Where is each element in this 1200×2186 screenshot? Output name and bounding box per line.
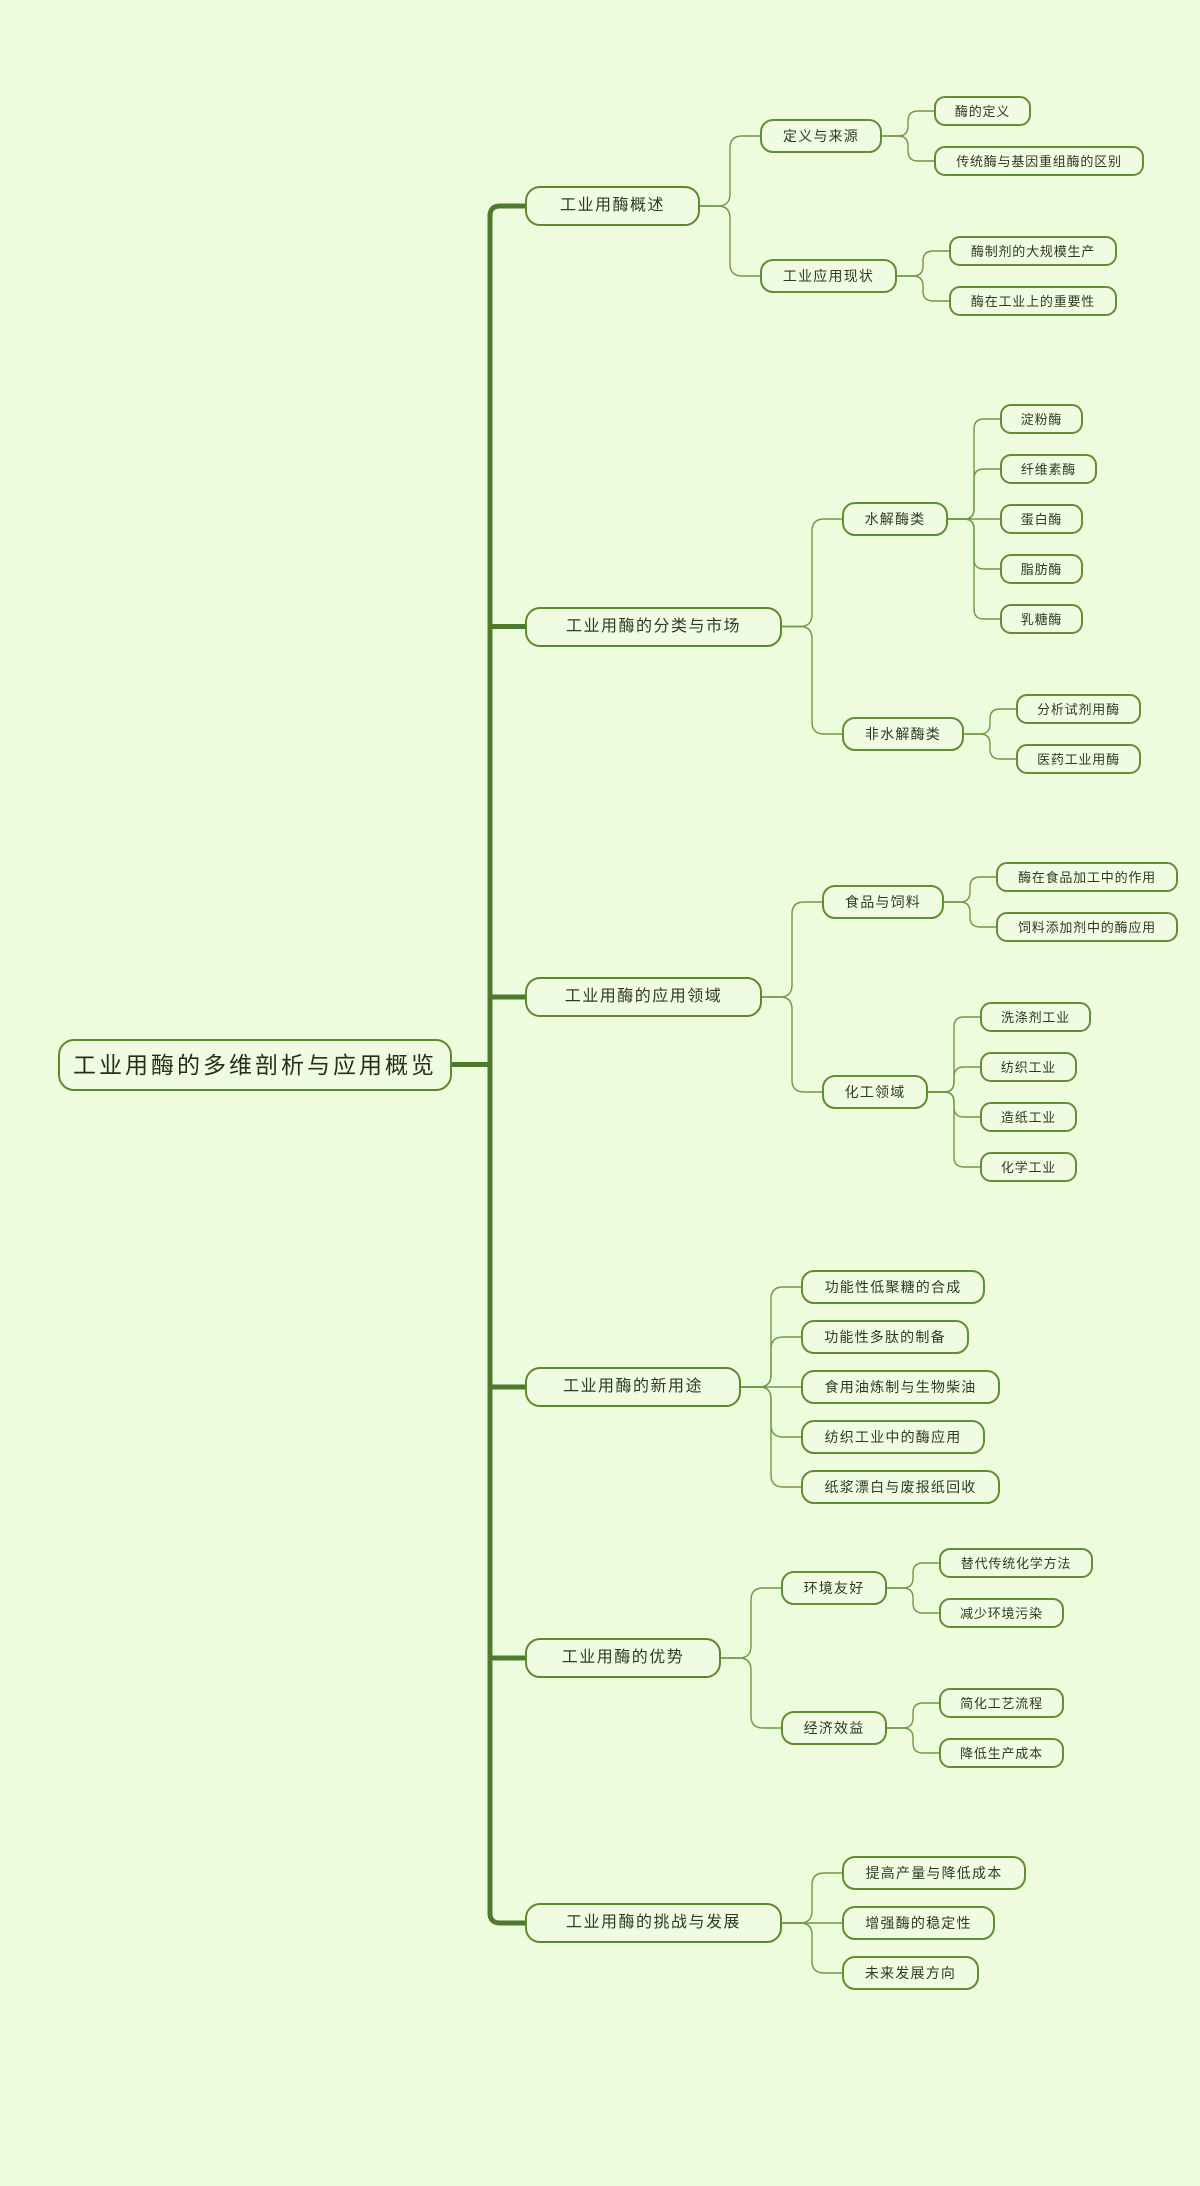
subtopic-node-2-1[interactable]: 化工领域 bbox=[822, 1075, 928, 1109]
subtopic-node-3-2[interactable]: 食用油炼制与生物柴油 bbox=[801, 1370, 1000, 1404]
leaf-node-0-0-0[interactable]: 酶的定义 bbox=[934, 96, 1031, 126]
leaf-node-1-1-1[interactable]: 医药工业用酶 bbox=[1016, 744, 1141, 774]
leaf-node-2-1-1-label: 纺织工业 bbox=[1000, 1059, 1057, 1075]
subtopic-node-0-1[interactable]: 工业应用现状 bbox=[760, 259, 897, 293]
leaf-node-4-1-1[interactable]: 降低生产成本 bbox=[939, 1738, 1064, 1768]
subtopic-node-5-0-label: 提高产量与降低成本 bbox=[865, 1865, 1003, 1881]
subtopic-node-0-0[interactable]: 定义与来源 bbox=[760, 119, 882, 153]
subtopic-node-3-2-label: 食用油炼制与生物柴油 bbox=[824, 1379, 977, 1395]
subtopic-node-1-1[interactable]: 非水解酶类 bbox=[842, 717, 964, 751]
leaf-node-4-0-1[interactable]: 减少环境污染 bbox=[939, 1598, 1064, 1628]
leaf-node-1-0-2-label: 蛋白酶 bbox=[1020, 511, 1063, 527]
subtopic-node-4-1-label: 经济效益 bbox=[803, 1720, 865, 1736]
subtopic-node-5-1-label: 增强酶的稳定性 bbox=[865, 1915, 972, 1931]
subtopic-node-3-0-label: 功能性低聚糖的合成 bbox=[824, 1279, 962, 1295]
subtopic-node-3-3-label: 纺织工业中的酶应用 bbox=[824, 1429, 962, 1445]
subtopic-node-0-1-label: 工业应用现状 bbox=[782, 268, 875, 284]
topic-node-1-label: 工业用酶的分类与市场 bbox=[565, 618, 741, 635]
leaf-node-0-0-1[interactable]: 传统酶与基因重组酶的区别 bbox=[934, 146, 1144, 176]
leaf-node-1-0-0[interactable]: 淀粉酶 bbox=[1000, 404, 1083, 434]
subtopic-node-1-0-label: 水解酶类 bbox=[864, 511, 926, 527]
topic-node-2[interactable]: 工业用酶的应用领域 bbox=[525, 977, 762, 1017]
subtopic-node-3-1-label: 功能性多肽的制备 bbox=[824, 1329, 946, 1345]
subtopic-node-1-0[interactable]: 水解酶类 bbox=[842, 502, 948, 536]
leaf-node-0-0-0-label: 酶的定义 bbox=[954, 103, 1011, 119]
topic-node-4-label: 工业用酶的优势 bbox=[561, 1649, 685, 1666]
leaf-node-2-0-0[interactable]: 酶在食品加工中的作用 bbox=[996, 862, 1178, 892]
leaf-node-0-1-1[interactable]: 酶在工业上的重要性 bbox=[949, 286, 1117, 316]
leaf-node-4-1-1-label: 降低生产成本 bbox=[960, 1745, 1043, 1761]
leaf-node-2-1-3[interactable]: 化学工业 bbox=[980, 1152, 1077, 1182]
leaf-node-2-0-1[interactable]: 饲料添加剂中的酶应用 bbox=[996, 912, 1178, 942]
subtopic-node-5-1[interactable]: 增强酶的稳定性 bbox=[842, 1906, 995, 1940]
subtopic-node-2-1-label: 化工领域 bbox=[844, 1084, 906, 1100]
leaf-node-4-0-0-label: 替代传统化学方法 bbox=[960, 1555, 1072, 1571]
leaf-node-1-0-2[interactable]: 蛋白酶 bbox=[1000, 504, 1083, 534]
leaf-node-0-1-1-label: 酶在工业上的重要性 bbox=[970, 293, 1096, 309]
leaf-node-4-0-0[interactable]: 替代传统化学方法 bbox=[939, 1548, 1093, 1578]
topic-node-2-label: 工业用酶的应用领域 bbox=[564, 988, 723, 1005]
subtopic-node-4-0[interactable]: 环境友好 bbox=[781, 1571, 887, 1605]
subtopic-node-1-1-label: 非水解酶类 bbox=[865, 726, 941, 742]
leaf-node-1-0-3[interactable]: 脂肪酶 bbox=[1000, 554, 1083, 584]
mindmap-root-node-label: 工业用酶的多维剖析与应用概览 bbox=[73, 1051, 437, 1078]
leaf-node-2-1-0[interactable]: 洗涤剂工业 bbox=[980, 1002, 1091, 1032]
topic-node-0[interactable]: 工业用酶概述 bbox=[525, 186, 700, 226]
leaf-node-0-1-0[interactable]: 酶制剂的大规模生产 bbox=[949, 236, 1117, 266]
subtopic-node-2-0[interactable]: 食品与饲料 bbox=[822, 885, 944, 919]
topic-node-3-label: 工业用酶的新用途 bbox=[562, 1378, 703, 1395]
subtopic-node-4-0-label: 环境友好 bbox=[803, 1580, 865, 1596]
leaf-node-1-0-3-label: 脂肪酶 bbox=[1020, 561, 1063, 577]
subtopic-node-5-2-label: 未来发展方向 bbox=[864, 1965, 957, 1981]
leaf-node-4-1-0-label: 简化工艺流程 bbox=[960, 1695, 1043, 1711]
leaf-node-0-1-0-label: 酶制剂的大规模生产 bbox=[970, 243, 1096, 259]
subtopic-node-3-4-label: 纸浆漂白与废报纸回收 bbox=[824, 1479, 977, 1495]
subtopic-node-3-1[interactable]: 功能性多肽的制备 bbox=[801, 1320, 969, 1354]
subtopic-node-5-0[interactable]: 提高产量与降低成本 bbox=[842, 1856, 1026, 1890]
topic-node-0-label: 工业用酶概述 bbox=[559, 197, 665, 214]
leaf-node-2-1-1[interactable]: 纺织工业 bbox=[980, 1052, 1077, 1082]
leaf-node-1-1-0-label: 分析试剂用酶 bbox=[1037, 701, 1120, 717]
leaf-node-1-1-1-label: 医药工业用酶 bbox=[1037, 751, 1120, 767]
topic-node-3[interactable]: 工业用酶的新用途 bbox=[525, 1367, 741, 1407]
topic-node-4[interactable]: 工业用酶的优势 bbox=[525, 1638, 721, 1678]
leaf-node-2-1-3-label: 化学工业 bbox=[1000, 1159, 1057, 1175]
leaf-node-2-0-1-label: 饲料添加剂中的酶应用 bbox=[1017, 919, 1156, 935]
leaf-node-2-1-0-label: 洗涤剂工业 bbox=[1000, 1009, 1070, 1025]
mindmap-root-node[interactable]: 工业用酶的多维剖析与应用概览 bbox=[58, 1039, 452, 1091]
topic-node-5-label: 工业用酶的挑战与发展 bbox=[565, 1914, 741, 1931]
leaf-node-0-0-1-label: 传统酶与基因重组酶的区别 bbox=[956, 153, 1122, 169]
topic-node-1[interactable]: 工业用酶的分类与市场 bbox=[525, 607, 782, 647]
subtopic-node-3-0[interactable]: 功能性低聚糖的合成 bbox=[801, 1270, 985, 1304]
subtopic-node-4-1[interactable]: 经济效益 bbox=[781, 1711, 887, 1745]
leaf-node-2-1-2[interactable]: 造纸工业 bbox=[980, 1102, 1077, 1132]
subtopic-node-3-4[interactable]: 纸浆漂白与废报纸回收 bbox=[801, 1470, 1000, 1504]
leaf-node-4-0-1-label: 减少环境污染 bbox=[960, 1605, 1043, 1621]
leaf-node-1-0-4[interactable]: 乳糖酶 bbox=[1000, 604, 1083, 634]
leaf-node-1-0-0-label: 淀粉酶 bbox=[1020, 411, 1063, 427]
subtopic-node-0-0-label: 定义与来源 bbox=[783, 128, 859, 144]
leaf-node-1-1-0[interactable]: 分析试剂用酶 bbox=[1016, 694, 1141, 724]
subtopic-node-5-2[interactable]: 未来发展方向 bbox=[842, 1956, 979, 1990]
topic-node-5[interactable]: 工业用酶的挑战与发展 bbox=[525, 1903, 782, 1943]
leaf-node-2-0-0-label: 酶在食品加工中的作用 bbox=[1017, 869, 1156, 885]
subtopic-node-3-3[interactable]: 纺织工业中的酶应用 bbox=[801, 1420, 985, 1454]
leaf-node-1-0-4-label: 乳糖酶 bbox=[1020, 611, 1063, 627]
leaf-node-2-1-2-label: 造纸工业 bbox=[1000, 1109, 1057, 1125]
leaf-node-1-0-1[interactable]: 纤维素酶 bbox=[1000, 454, 1097, 484]
leaf-node-4-1-0[interactable]: 简化工艺流程 bbox=[939, 1688, 1064, 1718]
leaf-node-1-0-1-label: 纤维素酶 bbox=[1020, 461, 1077, 477]
subtopic-node-2-0-label: 食品与饲料 bbox=[845, 894, 921, 910]
